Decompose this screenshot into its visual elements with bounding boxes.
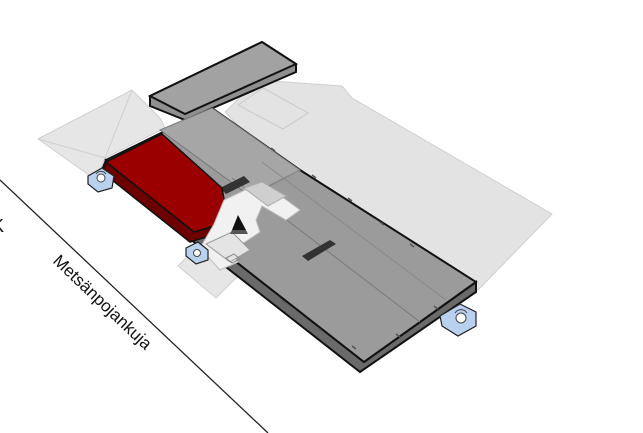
you-are-here-marker[interactable] [230,215,248,234]
entrance-icon [193,249,201,257]
street-label: Metsänpojankuja [49,251,156,354]
entrance-marker-center[interactable] [185,241,209,265]
lobby-area [199,181,301,271]
annex-building [147,40,299,122]
entrance-marker-east[interactable] [439,303,477,337]
entrance-icon [454,309,468,324]
location-arrow-icon [230,215,248,234]
street-line [0,179,269,433]
entrance-icon [95,170,107,183]
edge-label: K [0,216,4,236]
entrance-marker-west[interactable] [87,167,115,193]
